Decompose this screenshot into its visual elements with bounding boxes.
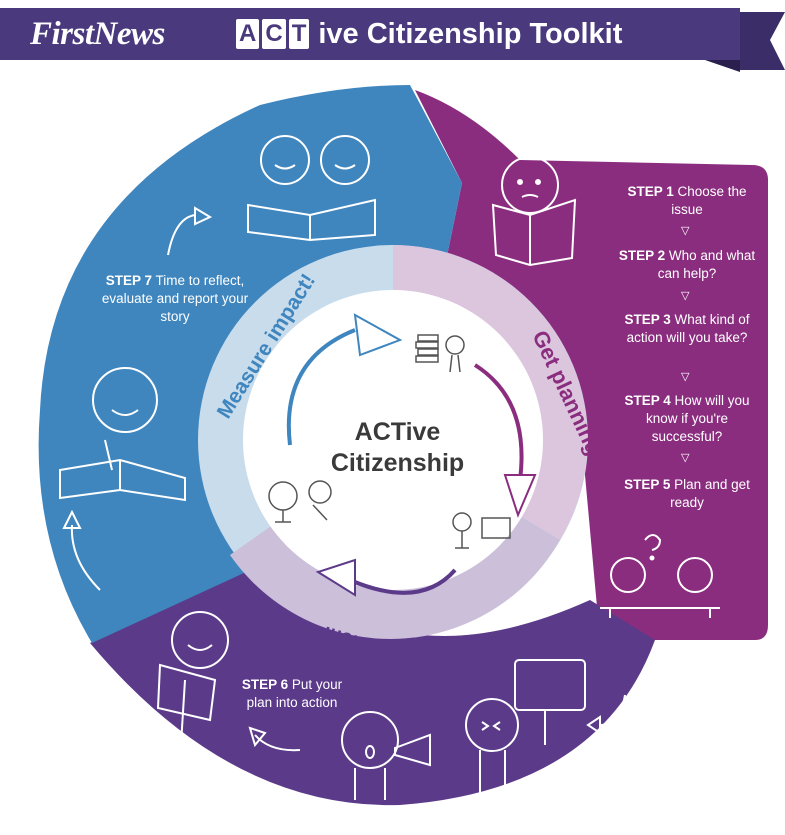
girl-with-sign-icon (465, 659, 586, 795)
step-4-label: STEP 4 (624, 393, 671, 408)
step-7-description: Time to reflect, evaluate and report you… (101, 273, 249, 324)
boy-megaphone-icon (341, 711, 431, 800)
step-6-text: STEP 6 Put your plan into action (232, 676, 352, 712)
title-letter-t: T (288, 19, 310, 49)
kids-thinking-icon (600, 534, 720, 618)
step-arrow-1-icon: ▽ (681, 225, 690, 237)
step-7-text: STEP 7 Time to reflect, evaluate and rep… (90, 272, 260, 326)
step-4-description: How will you know if you're successful? (645, 393, 750, 444)
step-arrow-2-icon: ▽ (681, 290, 690, 302)
action-segment (90, 555, 655, 806)
step-4-text: STEP 4 How will you know if you're succe… (612, 392, 762, 446)
step-2-text: STEP 2 Who and what can help? (612, 247, 762, 283)
step-3-description: What kind of action will you take? (626, 312, 750, 345)
center-title-line-2: Citizenship (330, 449, 465, 477)
impact-arrow-icon (167, 214, 196, 256)
step-2-description: Who and what can help? (657, 248, 756, 281)
step-5-label: STEP 5 (624, 477, 671, 492)
kid-with-books-icon (415, 334, 465, 373)
title-letter-a: A (236, 19, 260, 49)
boy-writing-icon (59, 367, 186, 502)
cycle-arrow-blue (286, 328, 356, 446)
step-6-label: STEP 6 (241, 677, 289, 692)
step-1-label: STEP 1 (627, 184, 674, 199)
step-arrow-3-icon: ▽ (681, 371, 690, 383)
step-arrow-4-icon: ▽ (681, 452, 690, 464)
step-7-label: STEP 7 (105, 273, 152, 288)
step-2-label: STEP 2 (618, 248, 666, 263)
step-1-text: STEP 1 Choose the issue (612, 183, 762, 219)
action-arrow-2-icon (599, 694, 626, 726)
title-letter-c: C (262, 19, 286, 49)
center-title-line-1: ACTive (354, 418, 441, 446)
title-banner (0, 8, 785, 72)
step-3-text: STEP 3 What kind of action will you take… (612, 311, 762, 347)
step-5-text: STEP 5 Plan and get ready (612, 476, 762, 512)
globe-kid-icon (268, 480, 332, 523)
two-kids-reading-icon (247, 135, 376, 242)
cycle-arrow-purple (473, 363, 524, 481)
girl-with-book-icon (156, 611, 229, 761)
cycle-arrow-violet (349, 568, 457, 595)
action-arrow-icon (254, 734, 301, 752)
title-text: ive Citizenship Toolkit (318, 17, 623, 50)
step-5-description: Plan and get ready (670, 477, 750, 510)
step-3-label: STEP 3 (624, 312, 671, 327)
brand-logo: FirstNews (30, 15, 165, 52)
step-1-description: Choose the issue (671, 184, 747, 217)
reading-boy-icon (491, 156, 577, 267)
step-6-description: Put your plan into action (246, 677, 343, 710)
kid-with-paper-icon (452, 512, 511, 549)
planning-segment (415, 90, 768, 640)
center-title: ACTive Citizenship (305, 417, 490, 479)
impact-arrow-2-icon (70, 524, 101, 591)
